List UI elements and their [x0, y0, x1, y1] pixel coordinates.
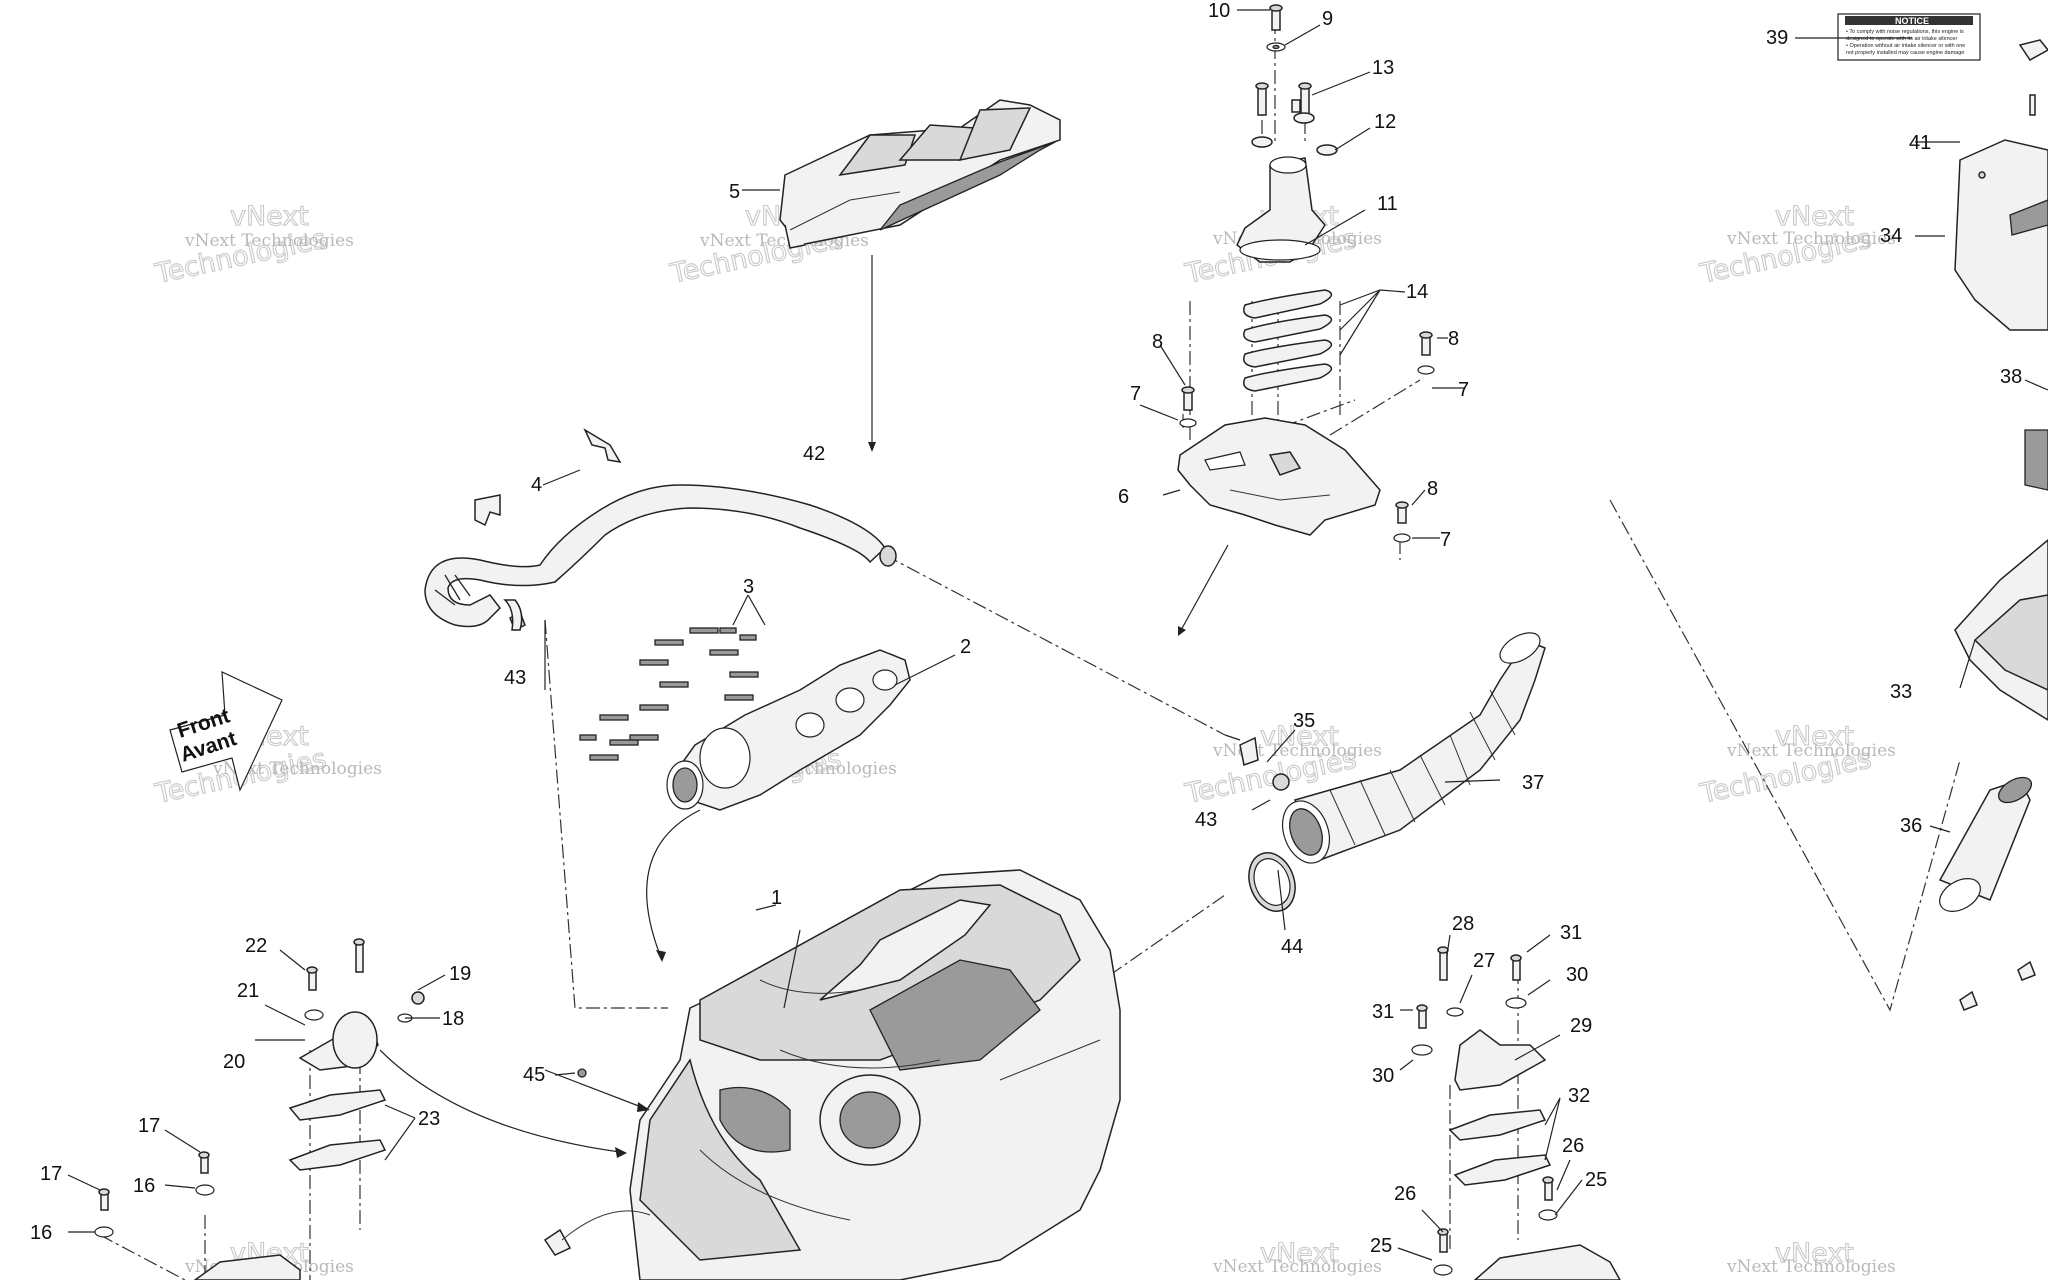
- callout-7: 7: [1440, 529, 1451, 551]
- callout-17: 17: [40, 1163, 62, 1185]
- callout-38: 38: [2000, 366, 2022, 388]
- engine-block: [379, 869, 1121, 1280]
- callout-28: 28: [1452, 913, 1474, 935]
- watermark: vNext Technologies vNext Technologies: [1696, 200, 1896, 290]
- callout-26: 26: [1394, 1183, 1416, 1205]
- callout-39: 39: [1766, 27, 1788, 49]
- watermark-text: vNext Technologies: [1726, 229, 1896, 249]
- callout-30: 30: [1566, 964, 1588, 986]
- callout-13: 13: [1372, 57, 1394, 79]
- watermark-text: vNext: [1775, 201, 1854, 232]
- callout-17: 17: [138, 1115, 160, 1137]
- callout-11: 11: [1377, 193, 1398, 215]
- watermark-text: vNext Technologies: [212, 759, 382, 779]
- callout-1: 1: [771, 887, 782, 909]
- callout-19: 19: [449, 963, 471, 985]
- notice-title: NOTICE: [1895, 16, 1929, 26]
- watermark-text: vNext Technologies: [184, 231, 354, 251]
- notice-line: not properly installed may cause engine …: [1846, 50, 1964, 56]
- intake-manifold: [579, 627, 911, 962]
- intake-silencer: [1938, 94, 2048, 1011]
- callout-42: 42: [803, 443, 825, 465]
- callout-12: 12: [1374, 111, 1396, 133]
- callout-27: 27: [1473, 950, 1495, 972]
- watermark-text: vNext: [1260, 1238, 1339, 1269]
- callout-34: 34: [1880, 225, 1902, 247]
- watermark-text: vNext: [1775, 721, 1854, 752]
- damper-stack: [1177, 4, 1435, 636]
- callout-43: 43: [504, 667, 526, 689]
- callout-36: 36: [1900, 815, 1922, 837]
- engine-mount-left: [94, 938, 425, 1280]
- callout-31: 31: [1560, 922, 1582, 944]
- watermark-text: vNext: [1775, 1238, 1854, 1269]
- callout-4: 4: [531, 474, 542, 496]
- callout-30: 30: [1372, 1065, 1394, 1087]
- notice-line: • Operation without air intake silencer …: [1846, 43, 1965, 49]
- callout-41: 41: [1909, 132, 1931, 154]
- callout-16: 16: [30, 1222, 52, 1244]
- hose-assembly: [424, 428, 897, 632]
- watermark: vNext Technologies vNext Technologies: [1696, 720, 1896, 810]
- callout-7: 7: [1458, 379, 1469, 401]
- callout-29: 29: [1570, 1015, 1592, 1037]
- callout-23: 23: [418, 1108, 440, 1130]
- callout-3: 3: [743, 576, 754, 598]
- notice-line: designed to operate with its air intake …: [1846, 36, 1957, 42]
- callout-16: 16: [133, 1175, 155, 1197]
- engine-cover: [779, 99, 1061, 452]
- callout-5: 5: [729, 181, 740, 203]
- callout-10: 10: [1208, 0, 1230, 22]
- callout-numbers: 1 2 3 4 5 6 7 7 7 8 8 8 9 10 11 12 13 14…: [30, 0, 2022, 1257]
- intake-tube: [1224, 632, 1546, 912]
- callout-8: 8: [1448, 328, 1459, 350]
- watermark: vNext vNext Technologies: [1212, 1237, 1382, 1277]
- callout-44: 44: [1281, 936, 1303, 958]
- callout-31: 31: [1372, 1001, 1394, 1023]
- assembly-lines: [99, 20, 1961, 1280]
- callout-8: 8: [1152, 331, 1163, 353]
- watermark-text: vNext Technologies: [1212, 1257, 1382, 1277]
- notice-label: NOTICE • To comply with noise regulation…: [1837, 13, 2048, 61]
- callout-2: 2: [960, 636, 971, 658]
- callout-14: 14: [1406, 281, 1428, 303]
- callout-25: 25: [1585, 1169, 1607, 1191]
- callout-43: 43: [1195, 809, 1217, 831]
- callout-32: 32: [1568, 1085, 1590, 1107]
- callout-33: 33: [1890, 681, 1912, 703]
- notice-line: • To comply with noise regulations, this…: [1846, 29, 1964, 35]
- callout-9: 9: [1322, 8, 1333, 30]
- watermark: vNext vNext Technologies: [1726, 1237, 1896, 1277]
- front-direction-arrow: Front Avant: [169, 671, 283, 792]
- callout-22: 22: [245, 935, 267, 957]
- engine-mount-right: [1411, 946, 1621, 1280]
- watermark-text: vNext Technologies: [1726, 1257, 1896, 1277]
- callout-7: 7: [1130, 383, 1141, 405]
- callout-6: 6: [1118, 486, 1129, 508]
- callout-45: 45: [523, 1064, 545, 1086]
- watermark-text: vNext: [1260, 721, 1339, 752]
- callout-20: 20: [223, 1051, 245, 1073]
- callout-25: 25: [1370, 1235, 1392, 1257]
- watermark: vNext Technologies vNext Technologies: [151, 200, 354, 290]
- watermark-text: vNext: [230, 201, 309, 232]
- callout-8: 8: [1427, 478, 1438, 500]
- watermark-text: vNext Technologies: [1726, 741, 1896, 761]
- callout-26: 26: [1562, 1135, 1584, 1157]
- callout-37: 37: [1522, 772, 1544, 794]
- watermark-text: vNext Technologies: [1212, 741, 1382, 761]
- callout-18: 18: [442, 1008, 464, 1030]
- leader-lines: [67, 9, 2048, 1261]
- callout-21: 21: [237, 980, 259, 1002]
- callout-35: 35: [1293, 710, 1315, 732]
